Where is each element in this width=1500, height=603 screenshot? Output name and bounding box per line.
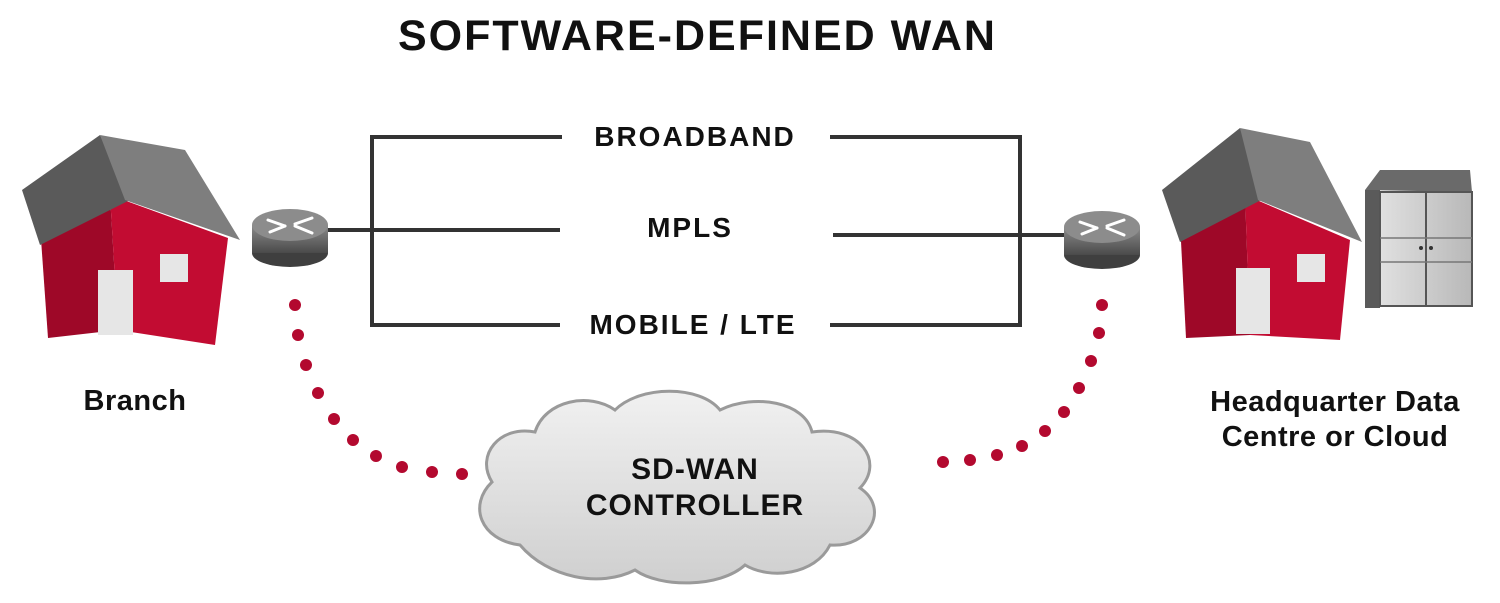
diagram-title: SOFTWARE-DEFINED WAN xyxy=(398,12,997,60)
branch-label: Branch xyxy=(83,385,187,417)
datacentre-cabinet-icon xyxy=(1365,170,1473,308)
sdwan-controller-label: SD-WAN CONTROLLER xyxy=(585,453,805,522)
sdwan-controller-cloud xyxy=(478,389,876,585)
branch-router-icon xyxy=(252,209,328,267)
controller-dotted-links xyxy=(289,299,1108,480)
branch-house-icon xyxy=(22,135,240,345)
headquarter-house-icon xyxy=(1162,128,1362,340)
mobile-lte-link-line xyxy=(830,135,1022,327)
mpls-label: MPLS xyxy=(647,212,733,243)
headquarter-label: Headquarter Data Centre or Cloud xyxy=(1210,386,1460,453)
headquarter-router-icon xyxy=(1064,211,1140,269)
mobile-lte-label: MOBILE / LTE xyxy=(589,309,797,340)
broadband-label: BROADBAND xyxy=(594,121,796,152)
wan-links xyxy=(328,135,1065,327)
